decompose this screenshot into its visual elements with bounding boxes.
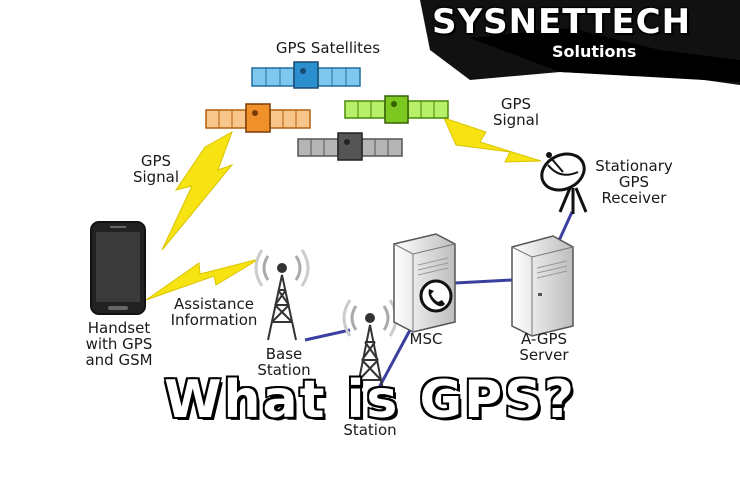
gps-signal-right-bolt <box>443 117 542 163</box>
handset-label: Handset with GPS and GSM <box>85 319 153 369</box>
logo-subtitle: Solutions <box>552 42 637 61</box>
satellite-dish-icon <box>540 152 588 214</box>
satellite-gray-icon <box>297 132 403 161</box>
satellite-green-icon <box>344 95 449 124</box>
link-base-to-station <box>304 328 351 342</box>
logo-title: SYSNETTECH <box>432 2 692 42</box>
gps-signal-left-bolt <box>161 130 234 251</box>
satellite-blue-icon <box>251 61 361 89</box>
stationary-receiver-label: Stationary GPS Receiver <box>595 157 673 207</box>
link-msc-to-agps <box>454 278 513 285</box>
gps-signal-left-label: GPS Signal <box>132 152 180 186</box>
radio-tower-icon <box>254 249 310 341</box>
logo-swoosh <box>420 0 740 85</box>
msc-label: MSC <box>409 330 443 348</box>
radio-tower-icon <box>342 299 398 401</box>
satellite-orange-icon <box>205 103 311 133</box>
smartphone-icon <box>90 221 146 315</box>
phone-icon <box>419 279 453 313</box>
second-station-label: Station <box>343 421 397 439</box>
gps-signal-right-label: GPS Signal <box>492 95 540 129</box>
server-icon <box>511 235 574 337</box>
agps-server-label: A-GPS Server <box>519 330 569 364</box>
assistance-information-label: Assistance Information <box>170 295 258 329</box>
assistance-bolt <box>145 258 260 301</box>
headline-title: What is GPS? <box>163 369 576 432</box>
gps-satellites-label: GPS Satellites <box>275 39 381 57</box>
base-station-label: Base Station <box>257 345 311 379</box>
